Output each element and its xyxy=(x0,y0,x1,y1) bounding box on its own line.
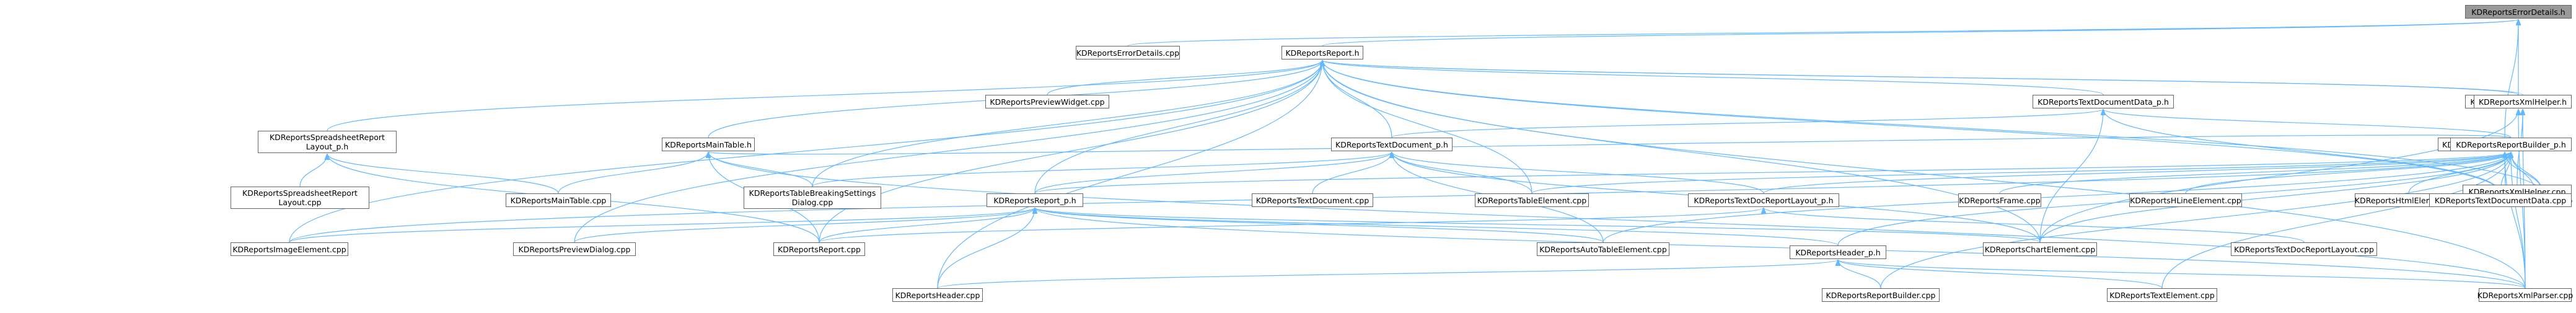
edge-report-p-h-to-report-cpp xyxy=(819,207,1035,243)
edge-report-h-to-previewwidget-cpp xyxy=(1047,60,1322,95)
edge-reportbuilder-p-h-to-report-p-h xyxy=(1034,151,2511,194)
node-maintable-cpp[interactable]: KDReportsMainTable.cpp xyxy=(506,193,611,207)
edge-xmlelementhandler-h-to-xmlparser-cpp xyxy=(2505,152,2526,289)
node-textdocument-p-h[interactable]: KDReportsTextDocument_p.h xyxy=(1331,138,1453,151)
edge-report-h-to-header-cpp xyxy=(937,60,1322,289)
node-reportbuilder-p-h[interactable]: KDReportsReportBuilder_p.h xyxy=(2450,138,2572,151)
node-frame-cpp[interactable]: KDReportsFrame.cpp xyxy=(1958,193,2041,207)
edge-textdocument-p-h-to-textdoclayout-p-h xyxy=(1392,151,1764,194)
node-tablebreaking-cpp[interactable]: KDReportsTableBreakingSettings Dialog.cp… xyxy=(744,187,881,209)
edge-reportbuilder-p-h-to-imageelement-cpp xyxy=(289,151,2511,243)
edge-textdocdata-p-h-to-textdocdata-cpp xyxy=(2103,109,2501,194)
node-report-h[interactable]: KDReportsReport.h xyxy=(1281,46,1363,60)
edge-report-h-to-tablebreaking-cpp xyxy=(812,60,1322,187)
node-textdocdata-cpp[interactable]: KDReportsTextDocumentData.cpp xyxy=(2429,193,2572,207)
node-errdetails-h[interactable]: KDReportsErrorDetails.h xyxy=(2465,5,2572,19)
edge-textdoclayout-p-h-to-textdoclayout-cpp xyxy=(1764,207,2305,243)
edge-reportbuilder-p-h-to-autotable-cpp xyxy=(1602,152,2511,243)
node-spreadsheetlayout-p-h[interactable]: KDReportsSpreadsheetReport Layout_p.h xyxy=(258,131,397,153)
edge-maintable-h-to-xmlparser-cpp xyxy=(708,152,2526,289)
edge-report-p-h-to-header-cpp xyxy=(937,208,1035,289)
edge-report-p-h-to-header-p-h xyxy=(1035,207,1839,246)
node-previewwidget-cpp[interactable]: KDReportsPreviewWidget.cpp xyxy=(985,95,1109,108)
node-xmlhelper-h[interactable]: KDReportsXmlHelper.h xyxy=(2474,95,2572,108)
node-textdocdata-p-h[interactable]: KDReportsTextDocumentData_p.h xyxy=(2033,95,2174,108)
node-header-cpp[interactable]: KDReportsHeader.cpp xyxy=(892,288,983,302)
node-textdoclayout-cpp[interactable]: KDReportsTextDocReportLayout.cpp xyxy=(2231,242,2377,256)
edge-reportbuilder-p-h-to-tableelement-cpp xyxy=(1531,151,2511,194)
edge-maintable-h-to-tablebreaking-cpp xyxy=(708,151,813,187)
edge-report-h-to-textdocdata-cpp xyxy=(1322,60,2501,194)
edge-maintable-h-to-maintable-cpp xyxy=(558,151,708,194)
edge-header-p-h-to-header-cpp xyxy=(937,259,1838,289)
edge-reportbuilder-p-h-to-frame-cpp xyxy=(1999,151,2511,194)
edge-reportbuilder-p-h-to-hlineelement-cpp xyxy=(2185,151,2511,194)
edge-report-h-to-previewdialog-cpp xyxy=(574,60,1322,243)
edge-report-h-to-imageelement-cpp xyxy=(289,60,1322,243)
edge-report-h-to-chartelement-cpp xyxy=(1322,60,2041,243)
edge-textdoclayout-p-h-to-report-cpp xyxy=(819,207,1764,243)
edge-textdocument-p-h-to-textdocument-cpp xyxy=(1312,151,1392,194)
edge-report-p-h-to-chartelement-cpp xyxy=(1035,207,2041,243)
edge-report-p-h-to-xmlparser-cpp xyxy=(1035,207,2526,289)
edge-report-h-to-xmlparser-p-h xyxy=(1322,60,2519,95)
node-hlineelement-cpp[interactable]: KDReportsHLineElement.cpp xyxy=(2129,193,2242,207)
edge-spreadsheetlayout-p-h-to-maintable-cpp xyxy=(327,153,559,194)
edge-report-h-to-textdocdata-p-h xyxy=(1322,60,2104,95)
node-xmlparser-cpp[interactable]: KDReportsXmlParser.cpp xyxy=(2477,288,2573,302)
edge-reportbuilder-p-h-to-xmlparser-cpp xyxy=(2511,152,2526,289)
edge-errdetails-h-to-report-h xyxy=(1322,19,2518,46)
node-textdocument-cpp[interactable]: KDReportsTextDocument.cpp xyxy=(1252,193,1373,207)
node-textdoclayout-p-h[interactable]: KDReportsTextDocReportLayout_p.h xyxy=(1688,193,1839,207)
node-autotable-cpp[interactable]: KDReportsAutoTableElement.cpp xyxy=(1537,242,1669,256)
node-chartelement-cpp[interactable]: KDReportsChartElement.cpp xyxy=(1983,242,2097,256)
edge-report-h-to-spreadsheetlayout-p-h xyxy=(327,60,1322,131)
edge-textdocument-p-h-to-report-p-h xyxy=(1034,151,1392,194)
edge-reportbuilder-p-h-to-reportbuilder-cpp xyxy=(1880,152,2511,289)
edge-textdocdata-p-h-to-textdocument-p-h xyxy=(1391,108,2103,138)
edge-report-h-to-report-p-h xyxy=(1034,60,1322,194)
edge-report-h-to-report-cpp xyxy=(819,60,1322,243)
node-report-cpp[interactable]: KDReportsReport.cpp xyxy=(773,242,865,256)
node-errdetails-cpp[interactable]: KDReportsErrorDetails.cpp xyxy=(1076,46,1180,60)
edge-maintable-h-to-reportbuilder-p-h xyxy=(708,134,2512,154)
edge-textdocdata-p-h-to-reportbuilder-p-h xyxy=(2103,108,2512,138)
node-reportbuilder-cpp[interactable]: KDReportsReportBuilder.cpp xyxy=(1822,288,1940,302)
edge-header-p-h-to-xmlparser-cpp xyxy=(1838,259,2526,289)
edge-xmlparser-p-h-to-chartelement-cpp xyxy=(2039,109,2518,243)
node-report-p-h[interactable]: KDReportsReport_p.h xyxy=(987,193,1083,207)
edge-reportbuilder-p-h-to-textdoclayout-p-h xyxy=(1763,151,2511,194)
node-maintable-h[interactable]: KDReportsMainTable.h xyxy=(662,138,755,151)
node-imageelement-cpp[interactable]: KDReportsImageElement.cpp xyxy=(231,242,348,256)
edge-spreadsheetlayout-p-h-to-spreadsheetlayout-cpp xyxy=(299,153,327,187)
node-spreadsheetlayout-cpp[interactable]: KDReportsSpreadsheetReport Layout.cpp xyxy=(231,187,369,209)
edge-report-p-h-to-autotable-cpp xyxy=(1035,207,1604,243)
edge-textdocument-p-h-to-tablebreaking-cpp xyxy=(812,151,1392,187)
node-header-p-h[interactable]: KDReportsHeader_p.h xyxy=(1790,245,1886,259)
edge-report-h-to-xmlparser-cpp xyxy=(1322,60,2526,289)
edge-textdocdata-p-h-to-chartelement-cpp xyxy=(2039,109,2103,243)
edge-report-p-h-to-imageelement-cpp xyxy=(289,207,1035,243)
edge-report-h-to-textdocument-p-h xyxy=(1322,60,1392,138)
edge-textdocument-p-h-to-tableelement-cpp xyxy=(1392,151,1532,194)
node-previewdialog-cpp[interactable]: KDReportsPreviewDialog.cpp xyxy=(513,242,636,256)
edge-reportbuilder-p-h-to-textelement-cpp xyxy=(2161,152,2511,289)
node-textelement-cpp[interactable]: KDReportsTextElement.cpp xyxy=(2107,288,2217,302)
edge-header-p-h-to-textelement-cpp xyxy=(1838,259,2163,289)
edge-errdetails-h-to-errdetails-cpp xyxy=(1127,19,2518,46)
edge-header-p-h-to-reportbuilder-cpp xyxy=(1838,259,1881,289)
edge-errdetails-h-to-xmlelementhandler-h xyxy=(2504,19,2518,138)
edge-report-p-h-to-previewdialog-cpp xyxy=(574,207,1035,243)
edge-reportbuilder-p-h-to-chartelement-cpp xyxy=(2039,152,2511,243)
edge-report-h-to-tableelement-cpp xyxy=(1322,60,1532,194)
node-tableelement-cpp[interactable]: KDReportsTableElement.cpp xyxy=(1475,193,1589,207)
